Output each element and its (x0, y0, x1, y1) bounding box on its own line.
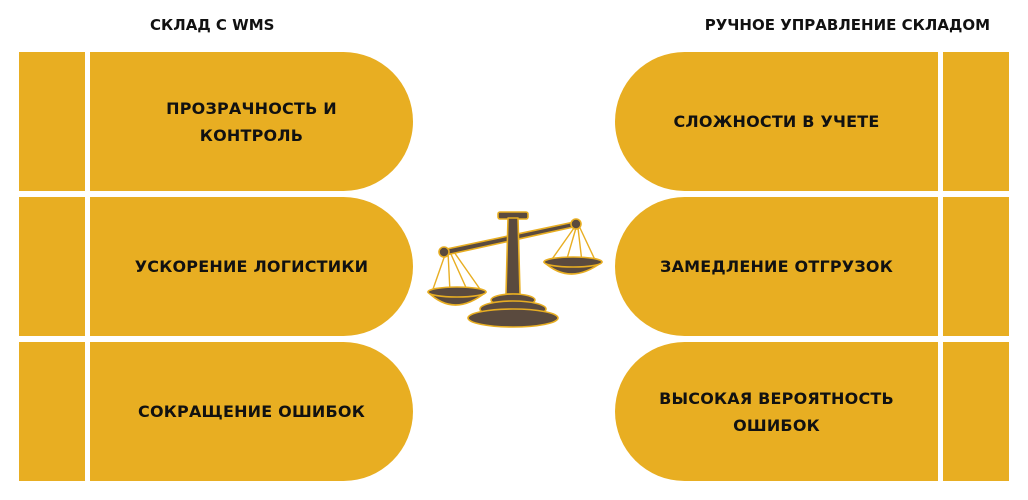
left-item-2-pill: УСКОРЕНИЕ ЛОГИСТИКИ (90, 197, 413, 336)
right-column-title: РУЧНОЕ УПРАВЛЕНИЕ СКЛАДОМ (704, 16, 990, 34)
right-item-2-pill: ЗАМЕДЛЕНИЕ ОТГРУЗОК (615, 197, 938, 336)
right-item-2-label: ЗАМЕДЛЕНИЕ ОТГРУЗОК (660, 257, 893, 276)
right-item-3-label: ВЫСОКАЯ ВЕРОЯТНОСТЬ ОШИБОК (659, 388, 894, 435)
right-item-1: СЛОЖНОСТИ В УЧЕТЕ (609, 52, 1009, 191)
scales-icon (424, 206, 604, 330)
left-item-2-tab (19, 197, 85, 336)
left-item-1-label: ПРОЗРАЧНОСТЬ И КОНТРОЛЬ (166, 98, 337, 145)
left-item-1: ПРОЗРАЧНОСТЬ И КОНТРОЛЬ (19, 52, 419, 191)
right-item-1-pill: СЛОЖНОСТИ В УЧЕТЕ (615, 52, 938, 191)
right-item-2-tab (943, 197, 1009, 336)
left-item-3-tab (19, 342, 85, 481)
right-item-3-pill: ВЫСОКАЯ ВЕРОЯТНОСТЬ ОШИБОК (615, 342, 938, 481)
left-item-2: УСКОРЕНИЕ ЛОГИСТИКИ (19, 197, 419, 336)
right-item-3: ВЫСОКАЯ ВЕРОЯТНОСТЬ ОШИБОК (609, 342, 1009, 481)
left-column-title: СКЛАД С WMS (150, 16, 275, 34)
left-item-1-tab (19, 52, 85, 191)
left-item-3-label: СОКРАЩЕНИЕ ОШИБОК (138, 402, 365, 421)
right-item-1-tab (943, 52, 1009, 191)
left-item-1-pill: ПРОЗРАЧНОСТЬ И КОНТРОЛЬ (90, 52, 413, 191)
right-item-2: ЗАМЕДЛЕНИЕ ОТГРУЗОК (609, 197, 1009, 336)
right-item-1-label: СЛОЖНОСТИ В УЧЕТЕ (673, 112, 880, 131)
left-item-3: СОКРАЩЕНИЕ ОШИБОК (19, 342, 419, 481)
left-item-3-pill: СОКРАЩЕНИЕ ОШИБОК (90, 342, 413, 481)
right-item-3-tab (943, 342, 1009, 481)
left-item-2-label: УСКОРЕНИЕ ЛОГИСТИКИ (134, 257, 369, 276)
